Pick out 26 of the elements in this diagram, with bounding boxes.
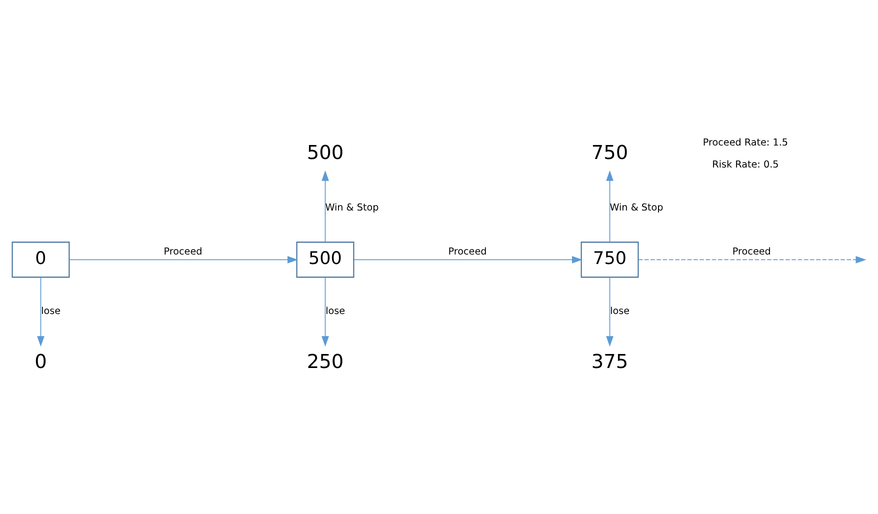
node-box: 500	[296, 241, 354, 278]
node-text: 750	[591, 140, 628, 164]
arrow	[606, 276, 614, 346]
node-box: 750	[580, 241, 639, 278]
edge-label: Win & Stop	[325, 202, 379, 213]
label: Proceed Rate: 1.5	[702, 137, 788, 148]
node-text: 0	[34, 349, 47, 372]
edge-label: lose	[610, 305, 630, 316]
node-text: 375	[591, 349, 628, 372]
edge-label: lose	[41, 305, 61, 316]
node-box: 0	[12, 241, 70, 278]
edge-label: Proceed	[164, 246, 202, 257]
label: Risk Rate: 0.5	[712, 159, 779, 170]
arrow	[353, 256, 583, 263]
edge-label: lose	[326, 305, 346, 316]
edge-label: Proceed	[732, 246, 771, 257]
node-text: 250	[306, 349, 344, 372]
edge-label: Win & Stop	[610, 202, 664, 213]
arrow	[322, 170, 329, 242]
arrow	[68, 256, 298, 263]
node-text: 500	[306, 140, 344, 164]
arrow	[638, 256, 866, 263]
arrow	[322, 276, 329, 346]
arrow	[37, 276, 44, 346]
arrow	[606, 170, 614, 242]
edge-label: Proceed	[448, 246, 487, 257]
